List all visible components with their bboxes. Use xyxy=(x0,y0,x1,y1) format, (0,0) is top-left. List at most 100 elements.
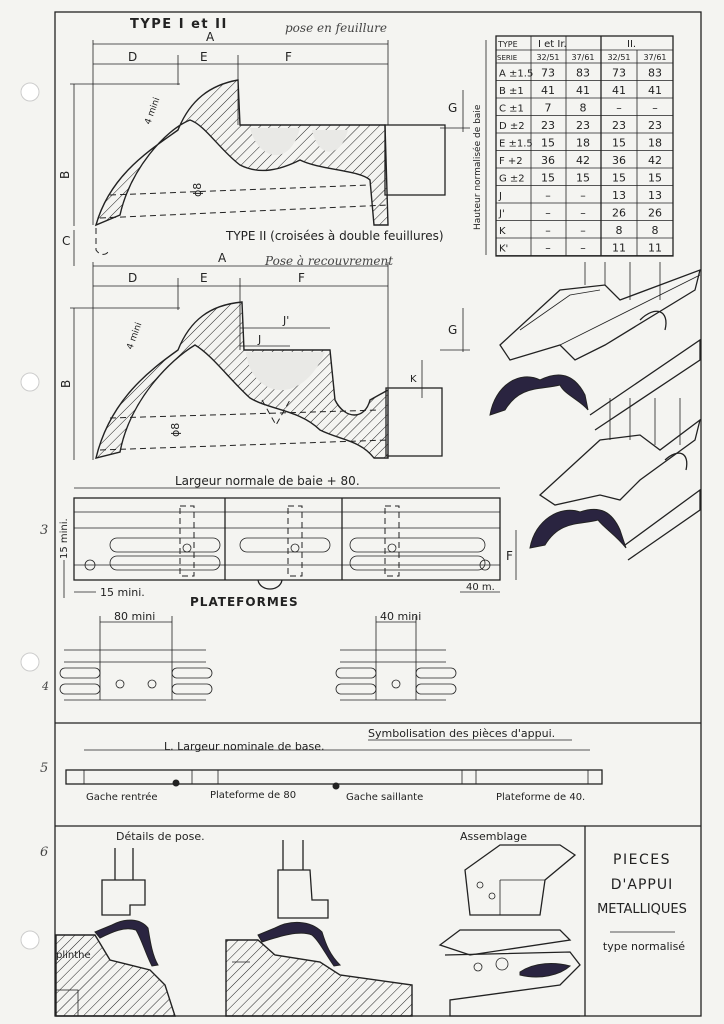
symbolisation-length-label: L. Largeur nominale de base. xyxy=(164,740,325,753)
table-row-label: G ±2 xyxy=(499,174,525,185)
table-cell: 8 xyxy=(616,224,623,237)
table-cell: 23 xyxy=(541,119,555,132)
punch-holes xyxy=(20,82,40,950)
dimension-table: Hauteur normalisée de baie TYPE I et Ir.… xyxy=(472,35,674,257)
margin-number-3: 3 xyxy=(40,523,48,538)
symbolisation-title: Symbolisation des pièces d'appui. xyxy=(368,727,555,740)
dim-E: E xyxy=(200,50,208,64)
table-cell: 15 xyxy=(612,137,626,150)
section-type-2: TYPE II (croisées à double feuillures) P… xyxy=(59,229,470,460)
table-cell: 73 xyxy=(541,67,555,80)
table-cell: 23 xyxy=(576,119,590,132)
table-cell: 41 xyxy=(576,84,590,97)
table-frame xyxy=(495,35,674,257)
table-header-type1: I et Ir. xyxy=(538,39,567,50)
table-cell: – xyxy=(580,189,586,202)
dim-F: F xyxy=(285,50,292,64)
table-cell: 41 xyxy=(612,84,626,97)
table-row-label: E ±1.5 xyxy=(499,139,533,150)
table-row-label: J' xyxy=(498,209,505,220)
symbol-bar xyxy=(65,769,603,785)
cartouche-subtitle: type normalisé xyxy=(603,940,685,953)
dim2-G: G xyxy=(448,323,457,337)
label-plateforme-40: Plateforme de 40. xyxy=(496,792,585,803)
table-cell: 83 xyxy=(648,67,662,80)
table-header-type: TYPE xyxy=(497,40,518,49)
table-row-label: F +2 xyxy=(499,156,523,167)
table-cell: 15 xyxy=(541,172,555,185)
table-cell: 8 xyxy=(652,224,659,237)
table-header-type2: II. xyxy=(627,39,636,50)
iso-profile-2 xyxy=(529,508,627,549)
table-row-label: K' xyxy=(499,244,508,255)
table-cell: 8 xyxy=(580,102,587,115)
table-cell: – xyxy=(545,189,551,202)
plateformes-title: PLATEFORMES xyxy=(190,595,299,609)
table-cell: 26 xyxy=(612,207,626,220)
label-plateforme-80: Plateforme de 80 xyxy=(210,790,296,801)
plateformes-section: Largeur normale de baie + 80. 15 mini. 1… xyxy=(59,474,517,701)
table-cell: – xyxy=(580,242,586,255)
dim2-K: K xyxy=(410,374,417,385)
iso-profile-1 xyxy=(489,374,589,416)
table-row-label: K xyxy=(499,226,506,237)
table-cell: – xyxy=(580,207,586,220)
dim2-4mini: 4 mini xyxy=(125,321,144,351)
table-cell: 11 xyxy=(612,242,626,255)
dim2-F: F xyxy=(298,271,305,285)
table-series-label: 37/61 xyxy=(571,53,594,62)
table-series-label: 37/61 xyxy=(643,53,666,62)
table-series-label: 32/51 xyxy=(607,53,630,62)
iso-views xyxy=(489,262,702,561)
dim2-D: D xyxy=(128,271,137,285)
profile-type-2 xyxy=(95,301,389,459)
table-cell: 15 xyxy=(612,172,626,185)
dim-B: B xyxy=(58,171,72,179)
table-cell: 7 xyxy=(545,102,552,115)
dim-40mini: 40 mini xyxy=(380,610,421,623)
table-cell: 23 xyxy=(648,119,662,132)
table-cell: – xyxy=(580,224,586,237)
dim-15mini-h: 15 mini. xyxy=(100,586,145,599)
table-header-serie: SERIE xyxy=(497,54,517,62)
table-cell: 41 xyxy=(648,84,662,97)
table-row-label: B ±1 xyxy=(499,86,524,97)
dim-40m: 40 m. xyxy=(466,582,495,593)
table-cell: 18 xyxy=(648,137,662,150)
table-cell: 15 xyxy=(576,172,590,185)
table-cell: 13 xyxy=(612,189,626,202)
dim-15mini-v: 15 mini. xyxy=(59,518,70,559)
table-cell: – xyxy=(545,207,551,220)
table-cell: 11 xyxy=(648,242,662,255)
table-cell: 42 xyxy=(648,154,662,167)
table-cell: 15 xyxy=(648,172,662,185)
table-cell: 36 xyxy=(612,154,626,167)
table-cell: – xyxy=(652,102,658,115)
section1-title: TYPE I et II xyxy=(130,17,228,32)
dim-D: D xyxy=(128,50,137,64)
dim-80mini: 80 mini xyxy=(114,610,155,623)
margin-number-4: 4 xyxy=(41,680,49,693)
table-cell: 18 xyxy=(576,137,590,150)
section2-note: Pose à recouvrement xyxy=(264,254,393,268)
table-cell: 15 xyxy=(541,137,555,150)
table-cell: 26 xyxy=(648,207,662,220)
table-cell: 73 xyxy=(612,67,626,80)
table-cell: 42 xyxy=(576,154,590,167)
table-cell: 83 xyxy=(576,67,590,80)
dim-4mini: 4 mini xyxy=(143,96,162,126)
margin-number-6: 6 xyxy=(40,845,48,860)
label-gache-saillante: Gache saillante xyxy=(346,792,423,803)
plateformes-width-label: Largeur normale de baie + 80. xyxy=(175,474,360,488)
margin-number-5: 5 xyxy=(40,761,48,776)
cartouche-line2: D'APPUI xyxy=(611,877,673,893)
symbolisation-section: Symbolisation des pièces d'appui. L. Lar… xyxy=(65,727,603,803)
table-cell: 41 xyxy=(541,84,555,97)
dim2-A: A xyxy=(218,251,227,265)
table-side-label: Hauteur normalisée de baie xyxy=(472,104,483,230)
cartouche-line3: METALLIQUES xyxy=(597,902,687,917)
table-cell: – xyxy=(545,224,551,237)
